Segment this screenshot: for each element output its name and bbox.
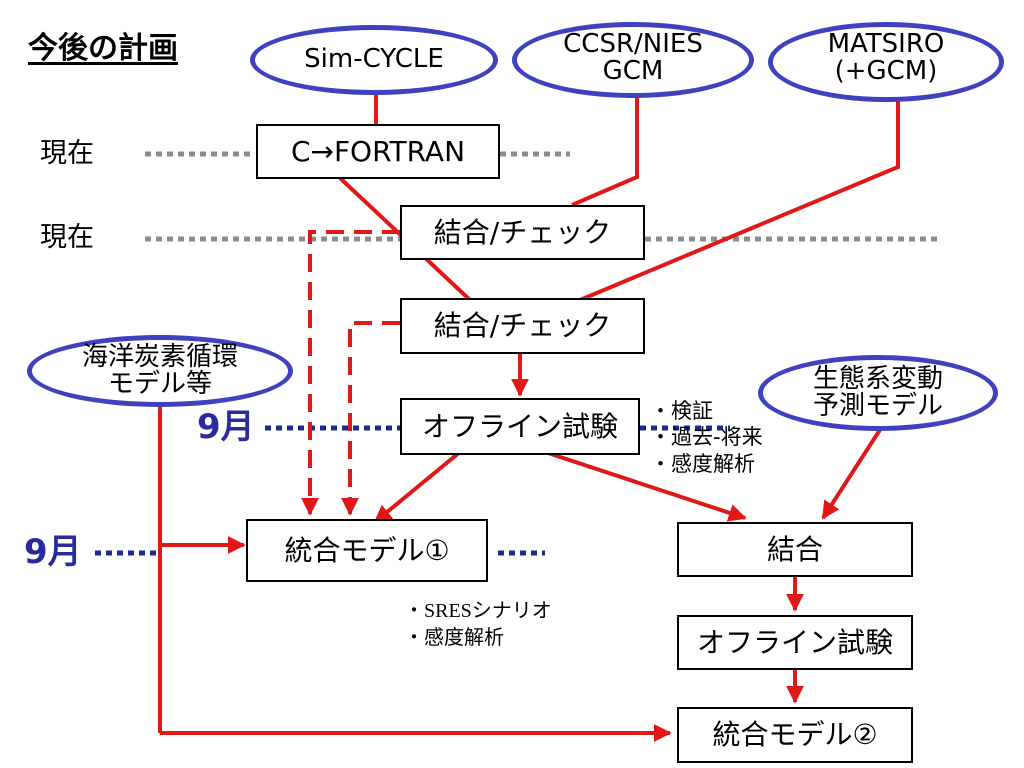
offline-test-notes: ・検証 ・過去-将来 ・感度解析 [650, 398, 763, 477]
matsiro-label-line1: MATSIRO [827, 29, 945, 59]
note-sensitivity: ・感度解析 [650, 451, 755, 476]
note-sensitivity-2: ・感度解析 [404, 627, 504, 649]
oval-ocean-carbon-model: 海洋炭素循環 モデル等 [27, 335, 293, 407]
model1-notes: ・SRESシナリオ ・感度解析 [404, 598, 552, 652]
note-past-future: ・過去-将来 [650, 425, 763, 450]
eco-label-line2: 予測モデル [812, 391, 943, 421]
ocean-label-line2: モデル等 [107, 369, 212, 399]
row-label-now-1: 現在 [40, 138, 94, 169]
ccsr-label-line2: GCM [602, 56, 664, 87]
box-coupling-check-1: 結合/チェック [400, 205, 645, 260]
oval-ccsr-nies-gcm: CCSR/NIES GCM [512, 22, 754, 98]
note-sres-scenario: ・SRESシナリオ [404, 600, 552, 622]
box-c-fortran: C→FORTRAN [256, 124, 500, 179]
oval-ecosystem-model: 生態系変動 予測モデル [758, 355, 998, 431]
oval-sim-cycle: Sim-CYCLE [250, 25, 498, 95]
box-coupling: 結合 [677, 522, 913, 577]
eco-to-coupling [821, 420, 887, 520]
matsiro-label-line2: (+GCM) [834, 56, 938, 87]
check2-dashed-to-model1 [341, 321, 400, 516]
month-label-1: 9月 [197, 407, 255, 447]
month-label-2: 9月 [24, 532, 82, 572]
check1-dashed-to-model1 [301, 230, 400, 516]
ccsr-label-line1: CCSR/NIES [563, 29, 703, 59]
slide-title: 今後の計画 [28, 31, 178, 66]
sim-cycle-label: Sim-CYCLE [304, 44, 444, 75]
box-integrated-model-1: 統合モデル① [246, 519, 488, 582]
note-verification: ・検証 [650, 399, 713, 423]
row-label-now-2: 現在 [40, 222, 94, 253]
box-offline-test-2: オフライン試験 [677, 615, 913, 670]
box-offline-test-1: オフライン試験 [400, 398, 640, 455]
offline1-to-model1 [373, 450, 462, 524]
ocean-label-line1: 海洋炭素循環 [81, 341, 238, 372]
oval-matsiro: MATSIRO (+GCM) [768, 22, 1004, 102]
ccsr-to-check1 [571, 92, 639, 207]
box-integrated-model-2: 統合モデル② [677, 707, 913, 763]
offline1-to-coupling [544, 450, 747, 522]
eco-label-line1: 生態系変動 [812, 363, 943, 394]
matsiro-to-check2 [579, 101, 900, 302]
box-coupling-check-2: 結合/チェック [400, 298, 645, 354]
